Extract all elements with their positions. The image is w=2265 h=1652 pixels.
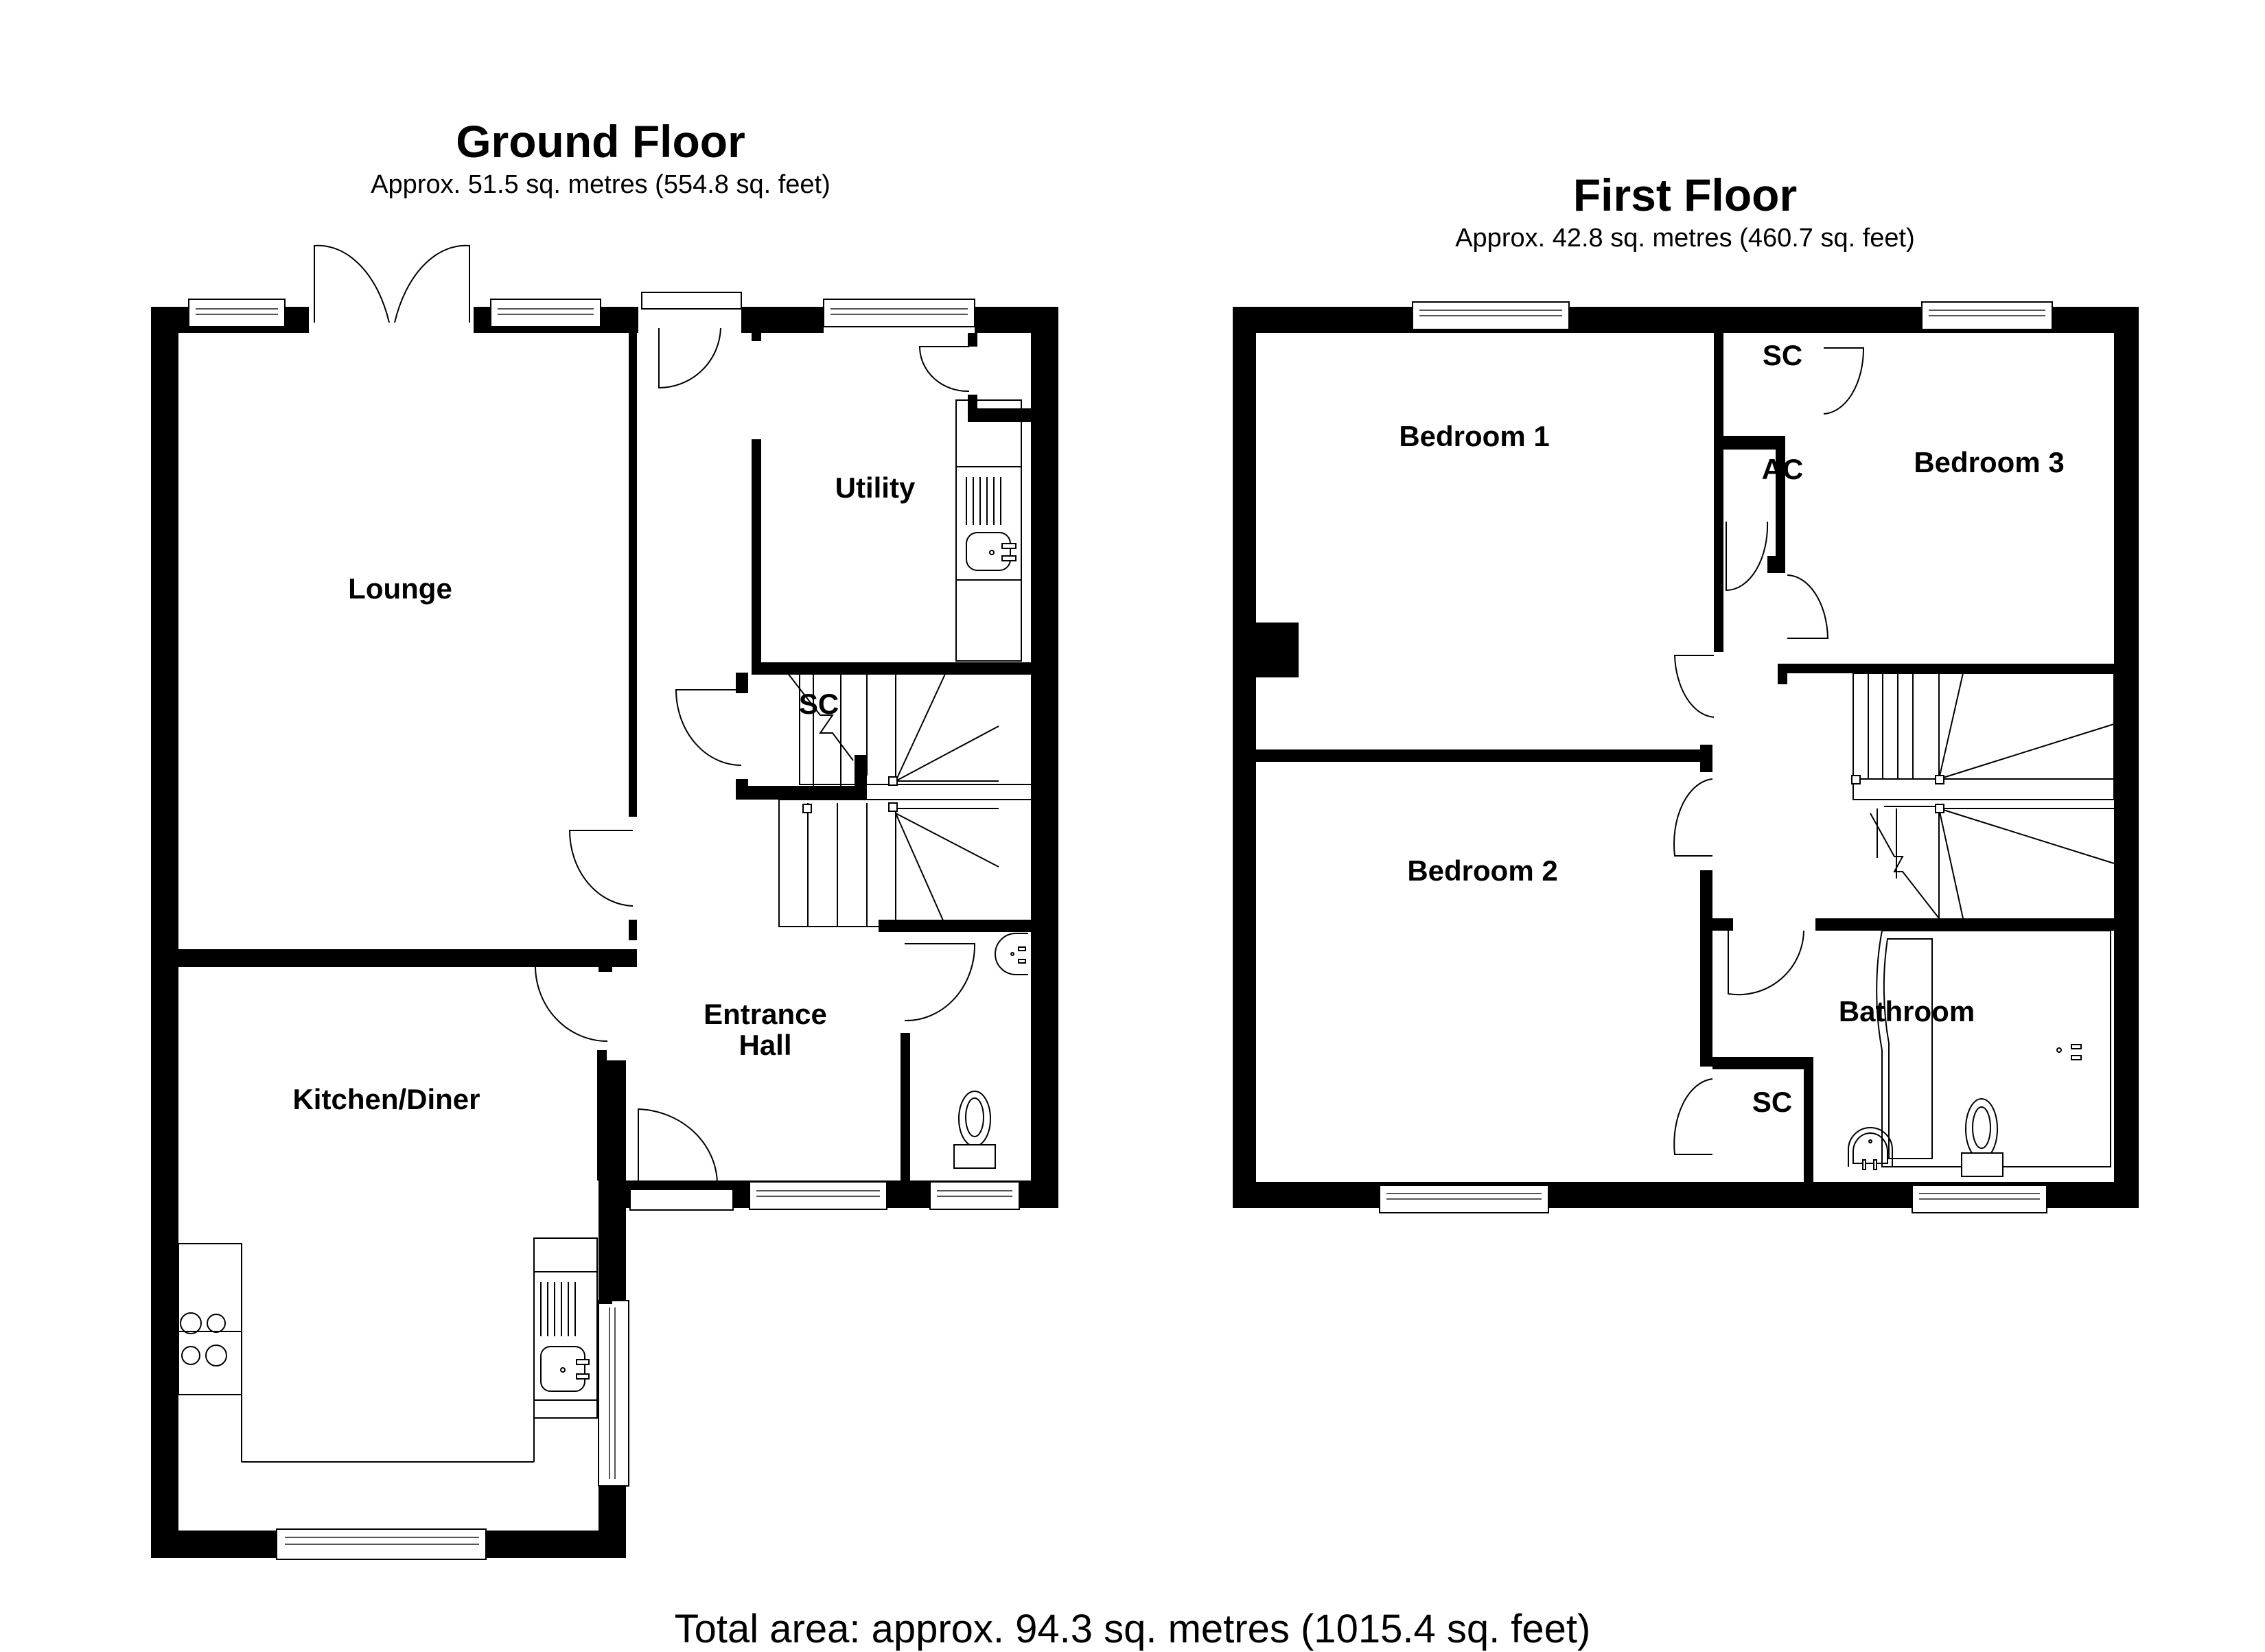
room-label-utility: Utility: [835, 472, 916, 504]
first-floor-area: Approx. 42.8 sq. metres (460.7 sq. feet): [1455, 224, 1915, 253]
first-floor-doors: [1673, 347, 1865, 1155]
room-label-bedroom-1: Bedroom 1: [1399, 420, 1549, 452]
ground-floor-room-labels: Lounge Utility SC Entrance Hall Kitchen/…: [292, 472, 915, 1115]
kitchen-sink-icon: [533, 1237, 598, 1419]
bathroom-fixtures: [1848, 930, 2111, 1177]
utility-sink-icon: [955, 399, 1022, 662]
first-floor-windows: [1379, 301, 2053, 1213]
first-floor-room-labels: Bedroom 1 SC AC Bedroom 3 Bedroom 2 Bath…: [1399, 339, 2064, 1118]
bathroom-basin-icon: [1848, 1127, 1893, 1170]
first-floor-title: First Floor: [1572, 170, 1798, 220]
room-label-entrance-hall-2: Hall: [739, 1029, 791, 1061]
room-label-sc-top: SC: [1763, 339, 1802, 371]
wc-basin-icon: [995, 933, 1028, 975]
ground-floor-plan: Lounge Utility SC Entrance Hall Kitchen/…: [151, 244, 1058, 1560]
room-label-bathroom: Bathroom: [1839, 995, 1975, 1027]
room-label-sc-bottom: SC: [1752, 1086, 1792, 1118]
bathroom-toilet-icon: [1961, 1098, 2003, 1177]
ground-floor-area: Approx. 51.5 sq. metres (554.8 sq. feet): [371, 170, 830, 199]
ground-floor-windows: [188, 292, 1020, 1560]
total-area: Total area: approx. 94.3 sq. metres (101…: [674, 1607, 1591, 1651]
room-label-sc: SC: [799, 688, 839, 720]
wc-toilet-icon: [953, 1091, 996, 1169]
room-label-ac: AC: [1762, 453, 1804, 485]
french-doors: [314, 244, 470, 323]
ground-floor-stairs: [778, 672, 1034, 927]
room-label-bedroom-2: Bedroom 2: [1407, 854, 1557, 887]
room-label-bedroom-3: Bedroom 3: [1914, 446, 2064, 478]
ground-floor-internal-walls: [178, 323, 1036, 1304]
room-label-lounge: Lounge: [348, 572, 452, 605]
first-floor-stairs: [1851, 673, 2115, 919]
room-label-entrance-hall-1: Entrance: [704, 998, 827, 1030]
ground-floor-fixtures: [178, 399, 1028, 1463]
bath-icon: [1876, 930, 2111, 1167]
first-floor-internal-walls: [1256, 333, 2114, 1182]
ground-floor-title: Ground Floor: [456, 116, 745, 167]
room-label-kitchen-diner: Kitchen/Diner: [292, 1083, 480, 1115]
kitchen-hob-icon: [178, 1238, 535, 1463]
ground-floor-doors: [534, 327, 976, 1185]
first-floor-plan: Bedroom 1 SC AC Bedroom 3 Bedroom 2 Bath…: [1233, 301, 2139, 1213]
